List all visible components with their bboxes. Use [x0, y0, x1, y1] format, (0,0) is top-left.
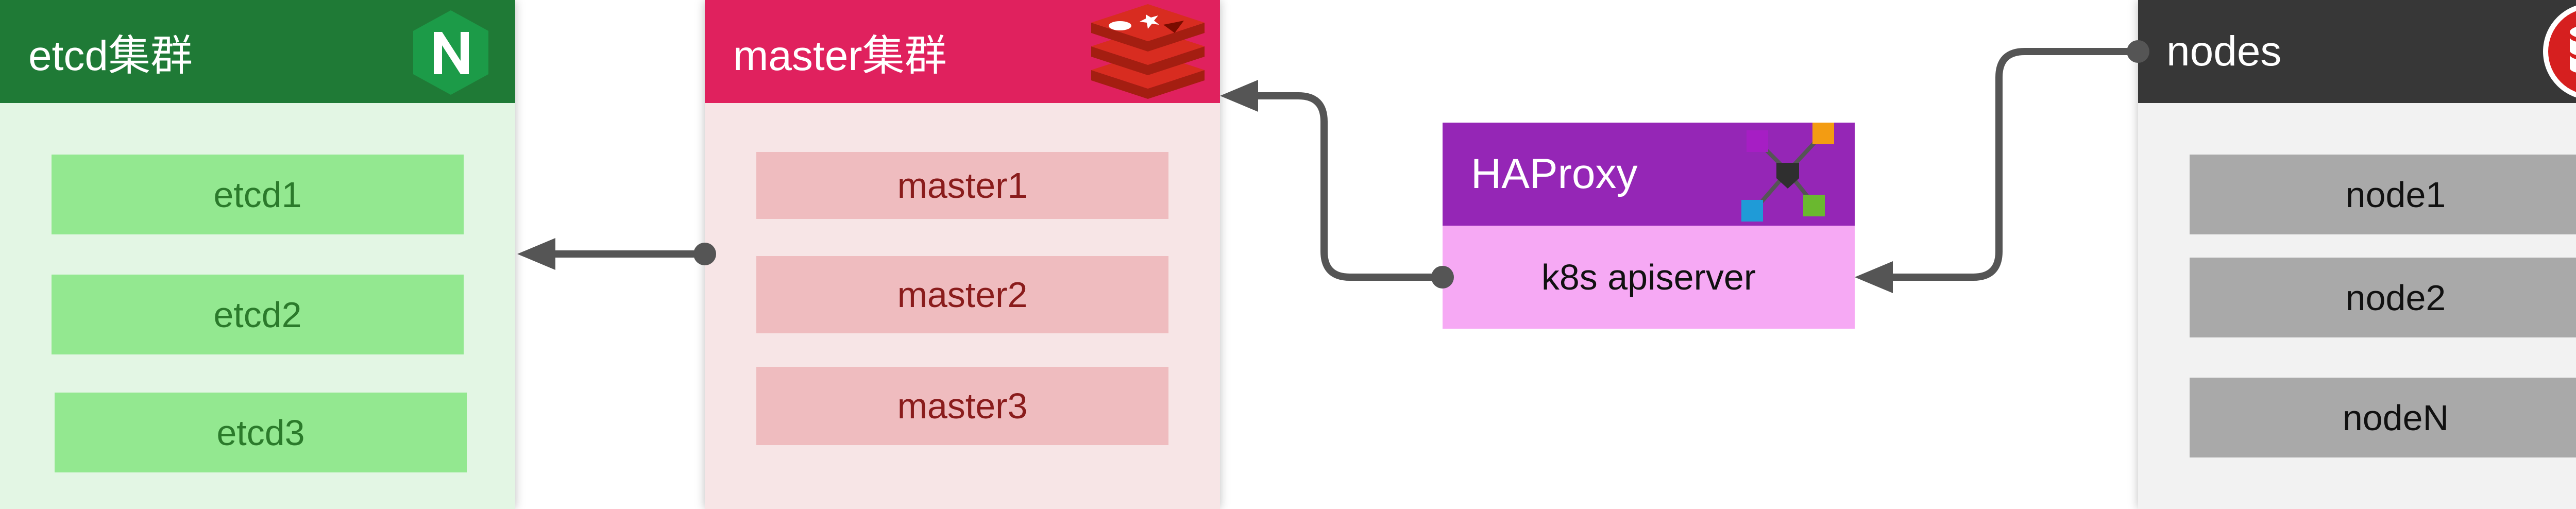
etcd-node-box: etcd2: [52, 275, 464, 354]
nodes-panel: nodes node1 node2 nodeN: [2138, 0, 2576, 509]
etcd-cluster-panel: etcd集群 etcd1 etcd2 etcd3: [0, 0, 515, 509]
master-node-label: master3: [897, 386, 1028, 426]
haproxy-to-master-connector: [1220, 80, 1454, 289]
master-to-etcd-connector: [517, 238, 716, 270]
haproxy-service-label: k8s apiserver: [1541, 257, 1756, 297]
database-icon: [2543, 5, 2576, 98]
etcd-node-label: etcd1: [213, 174, 302, 215]
haproxy-panel: HAProxy k8s apiserver: [1443, 123, 1855, 329]
etcd-node-label: etcd2: [213, 294, 302, 335]
master-cluster-panel: master集群 master1 master2 master3: [705, 0, 1220, 509]
etcd-node-box: etcd1: [52, 155, 464, 234]
etcd-node-box: etcd3: [55, 393, 467, 472]
master-node-box: master3: [756, 367, 1168, 445]
worker-node-label: node1: [2345, 174, 2446, 215]
nodes-to-haproxy-connector: [1855, 40, 2149, 293]
worker-node-label: node2: [2345, 277, 2446, 318]
master-node-box: master1: [756, 152, 1168, 219]
master-cluster-title: master集群: [733, 32, 947, 79]
redis-stack-icon: [1091, 4, 1205, 99]
network-hub-icon: [1741, 123, 1834, 222]
worker-node-box: nodeN: [2190, 378, 2576, 457]
haproxy-service-box: k8s apiserver: [1443, 226, 1855, 329]
master-node-box: master2: [756, 256, 1168, 333]
master-node-label: master2: [897, 275, 1028, 315]
nodes-title: nodes: [2166, 28, 2282, 75]
nodes-header: nodes: [2138, 0, 2576, 103]
etcd-cluster-title: etcd集群: [28, 32, 193, 79]
worker-node-label: nodeN: [2342, 397, 2449, 438]
nginx-n-icon: [413, 10, 488, 95]
worker-node-box: node2: [2190, 258, 2576, 337]
haproxy-title: HAProxy: [1471, 150, 1638, 197]
worker-node-box: node1: [2190, 155, 2576, 234]
master-node-label: master1: [897, 165, 1028, 206]
etcd-node-label: etcd3: [216, 412, 305, 453]
